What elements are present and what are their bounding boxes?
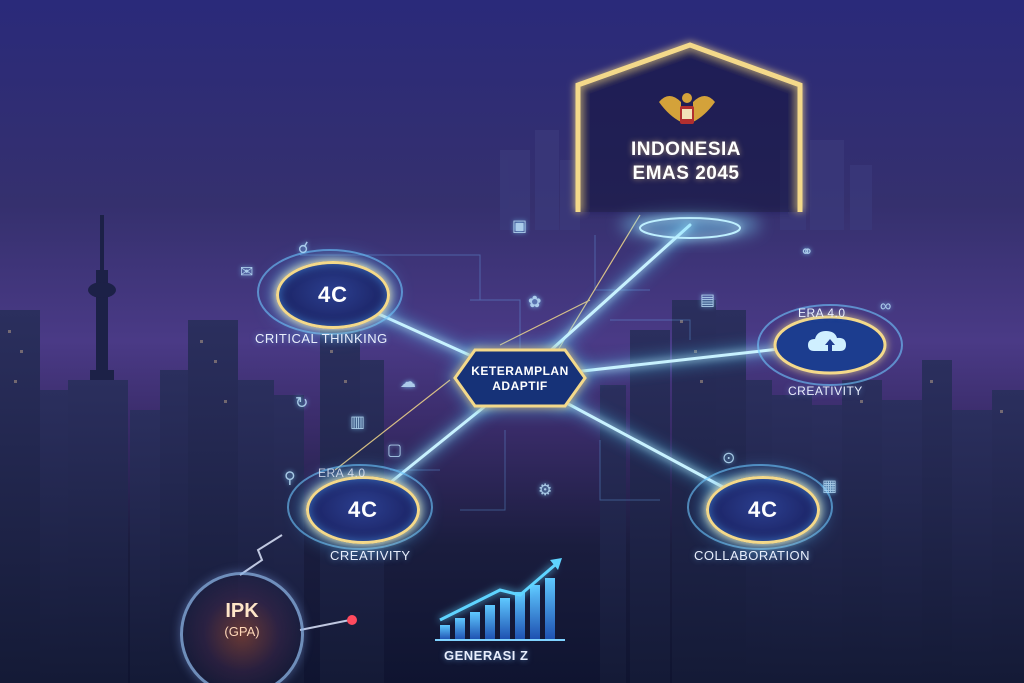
label-collaboration: COLLABORATION <box>694 548 811 563</box>
document-icon: ▢ <box>387 442 403 459</box>
brain-icon: ✿ <box>528 294 542 311</box>
node-badge: 4C <box>347 497 379 522</box>
hub-label-line2: ADAPTIF <box>492 379 548 393</box>
cloud-icon: ☁ <box>400 374 416 391</box>
node-critical-thinking: 4C <box>276 261 390 329</box>
label-critical-thinking: CRITICAL THINKING <box>255 331 388 346</box>
hub-hexagon <box>453 348 587 408</box>
emblem-title-line2: EMAS 2045 <box>632 163 740 184</box>
gpa-connector-dot <box>347 615 357 625</box>
pin-icon: ⚲ <box>284 470 296 487</box>
node-rings <box>257 249 903 550</box>
link-icon: ∞ <box>880 298 892 315</box>
emblem-frame <box>575 42 803 212</box>
grid-icon: ▦ <box>822 478 838 495</box>
node-badge: 4C <box>317 282 349 307</box>
network-icon: ⚭ <box>800 244 814 261</box>
label-creativity: CREATIVITY <box>330 548 411 563</box>
emblem-title-line1: INDONESIA <box>630 139 742 160</box>
window-lights <box>8 320 1003 413</box>
chart-icon: ▥ <box>350 414 366 431</box>
gears-icon: ⚙ <box>538 482 553 499</box>
emblem-title: INDONESIA EMAS 2045 <box>606 138 766 186</box>
gpa-subtitle: (GPA) <box>224 624 260 639</box>
label-era-left: ERA 4.0 <box>318 466 366 480</box>
mail-icon: ✉ <box>240 264 254 281</box>
node-collaboration: 4C <box>706 476 820 544</box>
label-generasi-z: GENERASI Z <box>444 648 529 663</box>
monitor-icon: ▤ <box>700 292 716 309</box>
node-creativity: 4C <box>306 476 420 544</box>
cloud-upload-icon <box>808 331 846 351</box>
refresh-icon: ↻ <box>295 395 309 412</box>
portal-glow <box>620 211 760 239</box>
handshake-icon: ☌ <box>298 240 309 257</box>
device-icon: ▣ <box>512 218 528 235</box>
hub-label-line1: KETERAMPLAN <box>471 364 569 378</box>
gpa-crack <box>239 534 283 576</box>
growth-arrow-head <box>550 558 562 570</box>
gpa-circle <box>180 572 304 683</box>
hub-label: KETERAMPLAN ADAPTIF <box>455 364 585 394</box>
label-creativity-right: CREATIVITY <box>788 384 863 398</box>
portal-ring <box>639 217 741 239</box>
growth-bars <box>440 578 555 640</box>
garuda-emblem <box>659 93 715 124</box>
gpa-title: IPK <box>225 600 259 622</box>
gpa-connector <box>299 619 351 631</box>
node-badge: 4C <box>747 497 779 522</box>
growth-arrow <box>439 563 556 622</box>
circuit-lines <box>300 235 691 511</box>
label-era-right: ERA 4.0 <box>798 306 846 320</box>
lock-icon: ⊙ <box>722 450 736 467</box>
